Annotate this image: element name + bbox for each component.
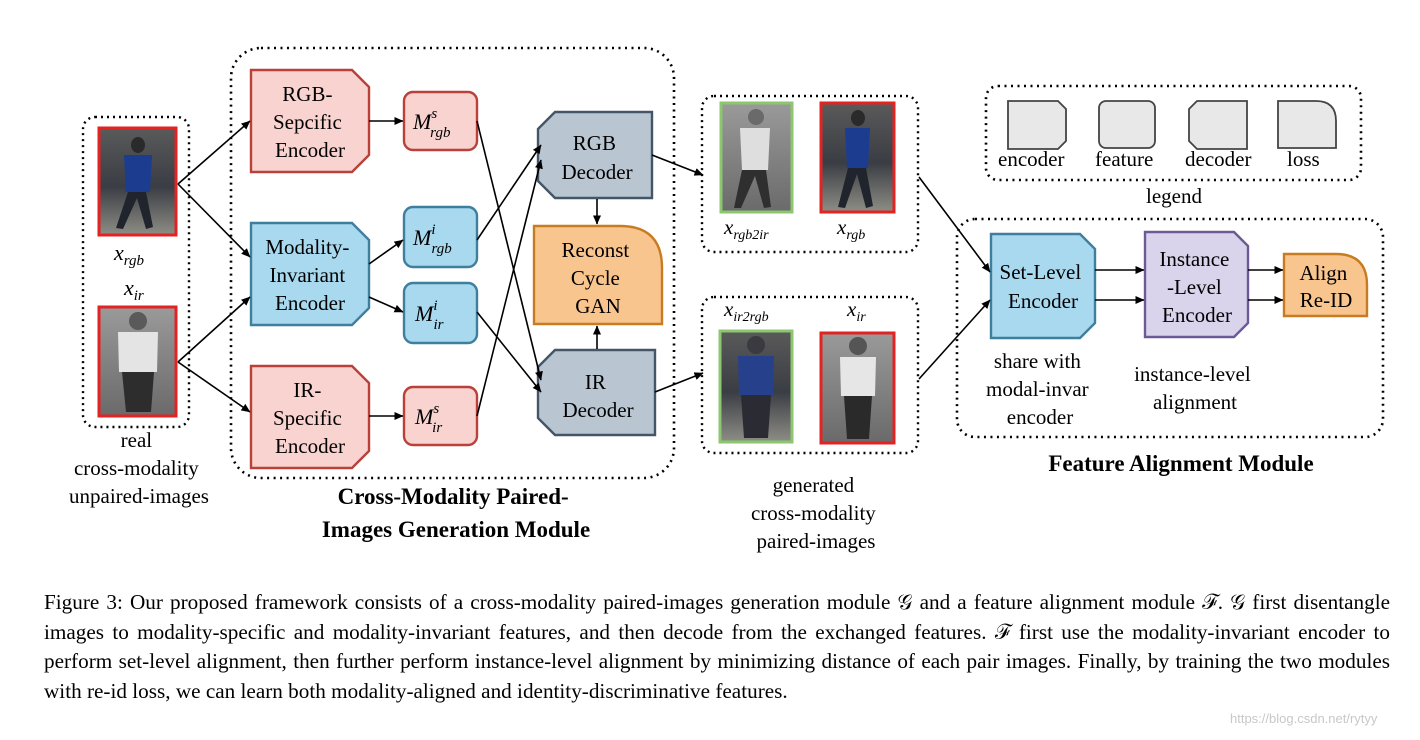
- generated-ir-image: [819, 331, 896, 445]
- figure-caption: Figure 3: Our proposed framework consist…: [44, 590, 1390, 703]
- generated-top-group: [700, 94, 920, 254]
- generation-module-title: Cross-Modality Paired- Images Generation…: [322, 484, 590, 542]
- svg-text:Set-Level Encoder: Set-Level Encoder: [1000, 260, 1087, 313]
- svg-text:RGB- Sepcific Enco: RGB- Sepcific Encoder: [273, 82, 347, 162]
- legend-encoder-shape: [1007, 100, 1067, 150]
- label-x-ir2rgb: xir2rgb: [723, 297, 769, 325]
- ir-input-label: xir: [123, 275, 144, 304]
- alignment-module-title: Feature Alignment Module: [1048, 451, 1313, 476]
- svg-text:RGB Decoder: RGB Decoder: [561, 131, 632, 184]
- set-level-note: share with modal-invar encoder: [986, 349, 1094, 429]
- input-images-group: [81, 115, 191, 429]
- legend-title: legend: [1146, 184, 1202, 208]
- rgb-specific-encoder: RGB- Sepcific Encoder: [249, 68, 371, 174]
- alignment-module-group: [955, 217, 1385, 439]
- instance-level-note: instance-level alignment: [1134, 362, 1256, 414]
- input-caption: real cross-modality unpaired-images: [69, 428, 209, 508]
- label-x-ir: xir: [846, 297, 866, 325]
- svg-text:IR- Specific Encod: IR- Specific Encoder: [273, 378, 347, 458]
- legend-labels: encoder feature decoder loss: [998, 147, 1320, 171]
- generation-arrows: [177, 117, 704, 420]
- svg-text:Modality- Invariant: Modality- Invariant Encoder: [265, 235, 354, 315]
- label-x-rgb2ir: xrgb2ir: [723, 215, 769, 243]
- generated-rgb2ir-image: [719, 101, 794, 214]
- legend-loss-shape: [1277, 100, 1337, 149]
- watermark: https://blog.csdn.net/rytyy: [1230, 711, 1378, 726]
- ir-input-image: [97, 305, 178, 418]
- legend-feature-shape: [1098, 100, 1156, 149]
- svg-text:Instance -Level En: Instance -Level Encoder: [1159, 247, 1234, 327]
- alignment-arrows: [918, 176, 1284, 380]
- generated-bottom-group: [700, 295, 920, 455]
- rgb-decoder: RGB Decoder: [536, 110, 654, 200]
- legend-decoder-shape: [1188, 100, 1248, 150]
- ir-decoder: IR Decoder: [536, 348, 657, 437]
- label-x-rgb: xrgb: [836, 215, 865, 243]
- generated-caption: generated cross-modality paired-images: [751, 473, 881, 553]
- set-level-encoder: Set-Level Encoder: [989, 232, 1097, 340]
- legend-box: [984, 84, 1363, 182]
- instance-level-encoder: Instance -Level Encoder: [1143, 230, 1250, 339]
- rgb-input-image: [97, 126, 178, 237]
- modality-invariant-encoder: Modality- Invariant Encoder: [249, 221, 371, 327]
- reconst-cycle-gan-loss: Reconst Cycle GAN: [532, 224, 664, 326]
- svg-text:IR Decoder: IR Decoder: [562, 370, 633, 422]
- framework-diagram: xrgb xir real cross-modality unpaired-im…: [69, 46, 1385, 553]
- ir-specific-encoder: IR- Specific Encoder: [249, 364, 371, 470]
- rgb-input-label: xrgb: [113, 240, 145, 269]
- svg-text:Reconst Cycle GAN: Reconst Cycle GAN: [562, 238, 635, 318]
- svg-text:Align Re-ID: Align Re-ID: [1299, 261, 1352, 312]
- align-reid-loss: Align Re-ID: [1282, 252, 1369, 318]
- generated-rgb-image: [819, 101, 896, 214]
- generated-ir2rgb-image: [718, 329, 794, 444]
